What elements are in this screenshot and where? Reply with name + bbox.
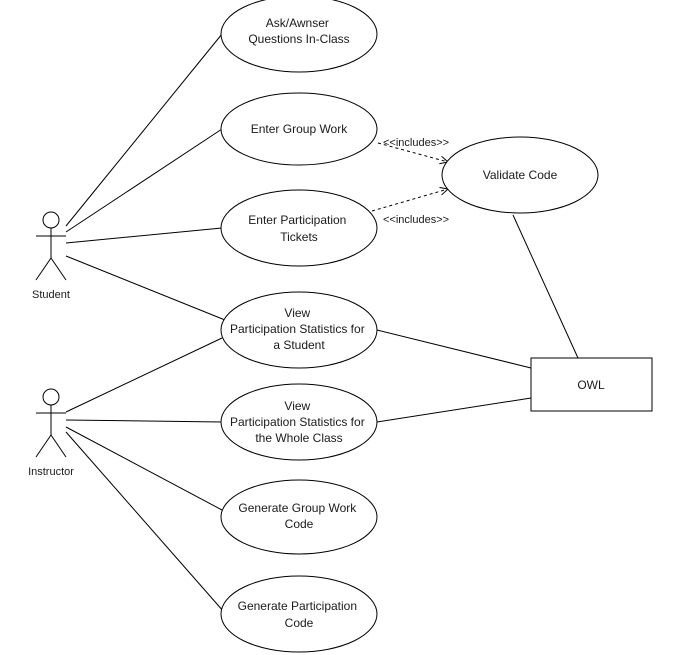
svg-text:Generate Participation C: Generate Participation Code xyxy=(238,599,361,630)
use-case-validate-code-line-1: Validate Code xyxy=(483,168,558,182)
include-label-group-work: <<includes>> xyxy=(383,137,449,149)
use-case-generate-group-work-code: Generate Group Work Code xyxy=(220,479,378,555)
include-arrow-participation xyxy=(371,189,448,212)
include-label-participation: <<includes>> xyxy=(383,214,449,226)
svg-text:Generate Group Work Code: Generate Group Work Code xyxy=(238,501,359,531)
use-case-enter-group-work: Enter Group Work xyxy=(220,92,378,166)
use-case-view-stats-class-line-3: the Whole Class xyxy=(255,431,342,445)
svg-text:View Participation Stati: View Participation Statistics for the Wh… xyxy=(230,399,368,445)
use-case-validate-code: Validate Code xyxy=(441,136,599,214)
use-case-enter-participation-tickets-line-2: Tickets xyxy=(280,230,318,244)
svg-text:View Participation Stati: View Participation Statistics for a Stud… xyxy=(230,306,368,352)
use-case-generate-group-work-code-line-1: Generate Group Work xyxy=(238,501,357,515)
assoc-student-view-stats-student xyxy=(65,255,226,321)
assoc-view-stats-class-owl xyxy=(376,397,532,423)
use-case-ask-answer: Ask/Awnser Questions In-Class xyxy=(220,0,378,73)
use-case-enter-participation-tickets: Enter Participation Tickets xyxy=(220,189,378,267)
svg-text:Validate Code: Validate Code xyxy=(483,168,558,182)
use-case-generate-participation-code-line-2: Code xyxy=(285,616,314,630)
system-owl-box xyxy=(530,357,653,412)
use-case-enter-group-work-line-1: Enter Group Work xyxy=(251,122,348,136)
use-case-generate-participation-code: Generate Participation Code xyxy=(220,575,378,653)
system-owl-label: OWL xyxy=(577,378,605,392)
use-case-view-stats-student-line-1: View xyxy=(284,306,310,320)
assoc-instructor-view-stats-student xyxy=(65,337,223,413)
actor-instructor: Instructor xyxy=(28,388,74,478)
svg-text:Enter Group Work: Enter Group Work xyxy=(251,122,348,136)
assoc-instructor-view-stats-class xyxy=(65,419,223,423)
assoc-student-enter-group-work xyxy=(65,128,223,233)
assoc-student-enter-participation-tickets xyxy=(65,227,223,244)
include-arrow-group-work xyxy=(377,142,448,162)
assoc-instructor-generate-group-work-code xyxy=(65,426,223,511)
use-case-generate-participation-code-line-1: Generate Participation xyxy=(238,599,357,613)
svg-text:Ask/Awnser Questions In-: Ask/Awnser Questions In-Class xyxy=(248,16,349,46)
actor-instructor-label: Instructor xyxy=(28,466,74,478)
actor-student-head xyxy=(42,211,60,229)
actor-student-leg-right xyxy=(50,257,67,281)
associations xyxy=(65,33,579,613)
actor-instructor-head xyxy=(42,388,60,406)
system-owl: OWL xyxy=(530,357,653,412)
assoc-view-stats-student-owl xyxy=(376,329,532,369)
use-case-view-stats-class-line-2: Participation Statistics for xyxy=(230,415,365,429)
use-case-view-stats-student-line-2: Participation Statistics for xyxy=(230,322,365,336)
actor-instructor-leg-left xyxy=(35,434,52,458)
use-case-view-stats-student-line-3: a Student xyxy=(273,338,325,352)
actor-student: Student xyxy=(32,211,70,301)
assoc-instructor-generate-participation-code xyxy=(65,431,225,613)
assoc-validate-code-owl xyxy=(512,214,579,359)
use-case-view-stats-class-line-1: View xyxy=(284,399,310,413)
use-case-ask-answer-line-1: Ask/Awnser xyxy=(266,16,329,30)
actor-instructor-leg-right xyxy=(50,434,67,458)
svg-text:Enter Participation Tick: Enter Participation Tickets xyxy=(248,213,349,244)
use-case-enter-participation-tickets-line-1: Enter Participation xyxy=(248,213,346,227)
use-case-view-stats-class: View Participation Statistics for the Wh… xyxy=(220,383,378,461)
actor-student-leg-left xyxy=(35,257,52,281)
use-case-ask-answer-line-2: Questions In-Class xyxy=(248,32,349,46)
use-case-generate-group-work-code-line-2: Code xyxy=(285,517,314,531)
include-relations: <<includes>> <<includes>> xyxy=(371,137,449,226)
assoc-student-ask-answer xyxy=(65,33,223,227)
use-case-view-stats-student: View Participation Statistics for a Stud… xyxy=(220,291,378,369)
actor-student-label: Student xyxy=(32,289,70,301)
